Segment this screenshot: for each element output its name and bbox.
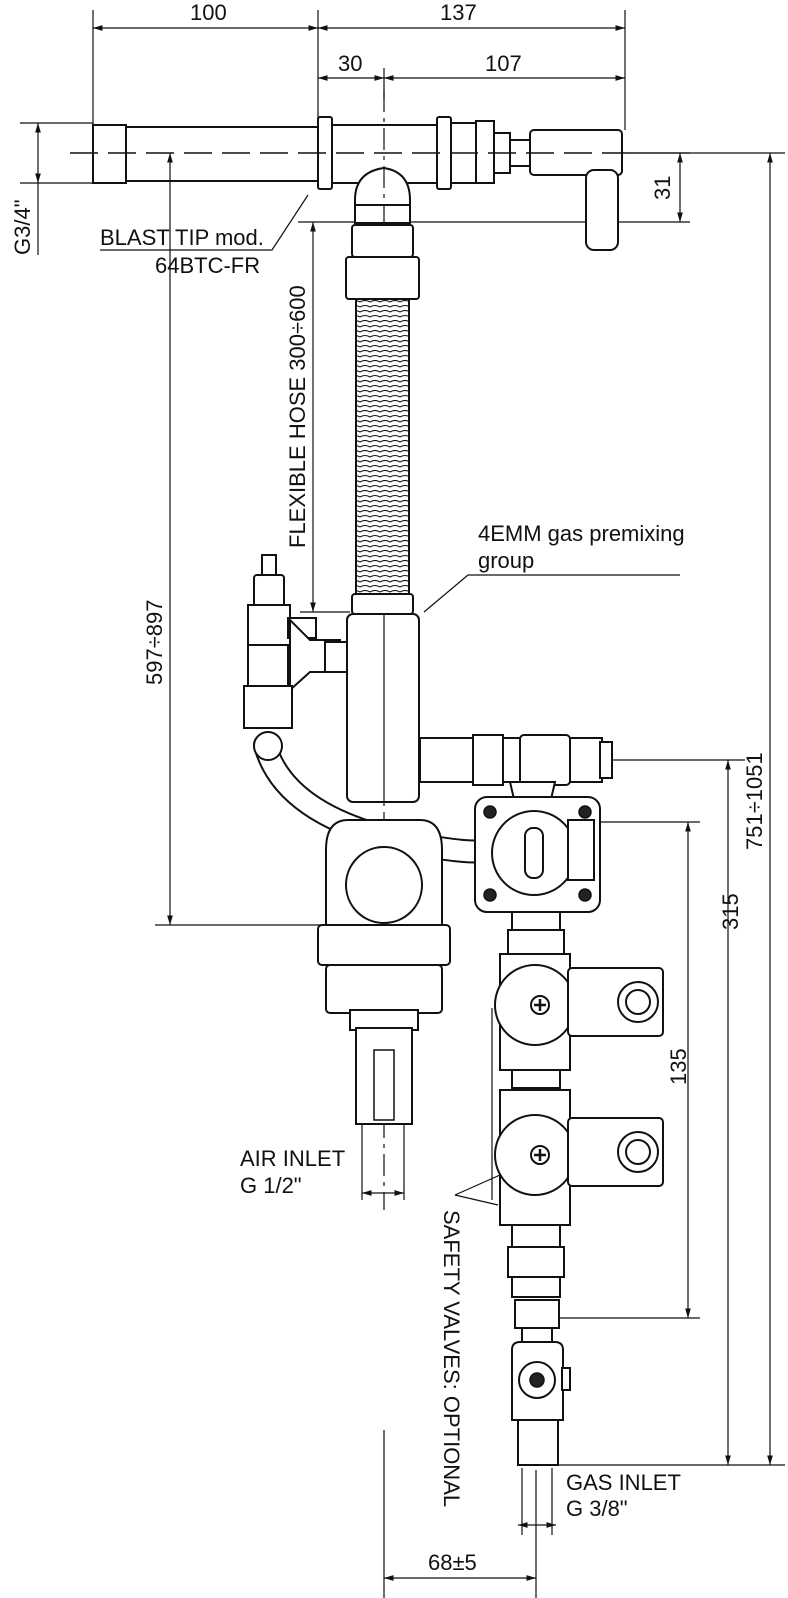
label-flexible-hose: FLEXIBLE HOSE 300÷600 (285, 285, 310, 548)
dim-137: 137 (440, 0, 477, 25)
label-blast-tip-2: 64BTC-FR (155, 253, 260, 278)
label-gas-inlet-1: GAS INLET (566, 1470, 681, 1495)
dim-100: 100 (190, 0, 227, 25)
label-premix-2: group (478, 548, 534, 573)
dim-68-5: 68±5 (428, 1550, 477, 1575)
dim-30: 30 (338, 51, 362, 76)
dim-g34: G3/4" (10, 199, 35, 255)
label-gas-inlet-2: G 3/8" (566, 1496, 628, 1521)
label-blast-tip-1: BLAST TIP mod. (100, 225, 264, 250)
premixing-group (243, 554, 613, 1125)
dim-107: 107 (485, 51, 522, 76)
label-air-inlet-2: G 1/2" (240, 1173, 302, 1198)
label-safety-valves: SAFETY VALVES: OPTIONAL (439, 1210, 464, 1507)
dimension-lines (20, 10, 785, 1598)
label-premix-1: 4EMM gas premixing (478, 521, 685, 546)
flexible-hose (345, 224, 420, 615)
dim-597-897: 597÷897 (142, 600, 167, 686)
dim-751-1051: 751÷1051 (742, 752, 767, 850)
dim-31: 31 (650, 176, 675, 200)
dim-315: 315 (718, 893, 743, 930)
safety-valves (491, 911, 664, 1466)
leader-lines (100, 194, 680, 1206)
label-air-inlet-1: AIR INLET (240, 1146, 345, 1171)
dim-135: 135 (666, 1048, 691, 1085)
